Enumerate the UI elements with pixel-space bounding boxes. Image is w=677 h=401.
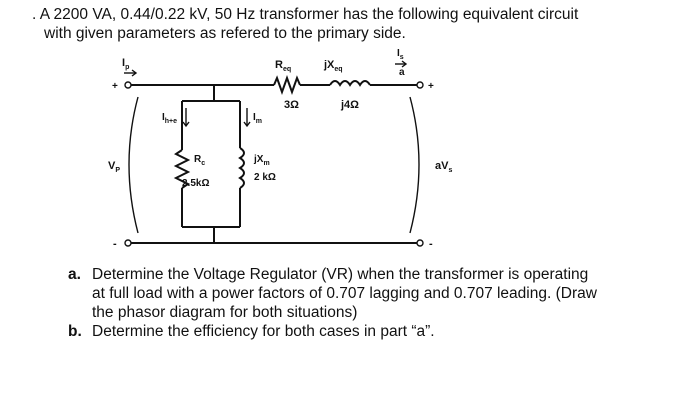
- label-jxeq-value: j4Ω: [340, 99, 359, 111]
- label-plus-left: +: [112, 81, 118, 92]
- label-minus-right: -: [429, 238, 433, 250]
- im-arrowhead: [243, 121, 251, 128]
- label-ihe: Ih+e: [162, 112, 177, 125]
- label-jxm: jXm: [253, 154, 270, 167]
- question-b-text-1: Determine the efficiency for both cases …: [92, 323, 435, 340]
- problem-statement-line-1: . A 2200 VA, 0.44/0.22 kV, 50 Hz transfo…: [32, 6, 579, 23]
- is-over-a-arrowhead: [401, 60, 408, 68]
- label-minus-left: -: [113, 238, 117, 250]
- terminal-bottom-right: [416, 239, 424, 247]
- question-a-line-3: the phasor diagram for both situations): [92, 304, 358, 321]
- label-jxeq: jXeq: [323, 59, 343, 73]
- label-req: Req: [275, 59, 291, 73]
- inductor-jxeq-symbol: [329, 80, 371, 87]
- question-a-marker: a.: [68, 266, 81, 283]
- question-a-line-1: a. Determine the Voltage Regulator (VR) w…: [68, 266, 588, 284]
- label-rc-value: 2.5kΩ: [182, 178, 209, 189]
- question-a-line-2: at full load with a power factors of 0.7…: [92, 285, 597, 302]
- label-jxm-value: 2 kΩ: [254, 172, 276, 183]
- label-vp: VP: [108, 160, 120, 174]
- terminal-bottom-left: [124, 239, 132, 247]
- terminal-top-left: [124, 81, 132, 89]
- resistor-rc-symbol: [173, 149, 191, 189]
- label-ip: Ip: [122, 57, 129, 71]
- terminal-top-right: [416, 81, 424, 89]
- label-plus-right: +: [428, 81, 434, 92]
- inductor-jxm-symbol: [238, 147, 245, 189]
- vp-voltage-bracket: [128, 96, 139, 234]
- label-is-over-a-denominator: a: [399, 67, 405, 78]
- ihe-arrowhead: [182, 121, 190, 128]
- label-is-over-a-numerator: Is: [397, 48, 404, 61]
- question-b-marker: b.: [68, 323, 82, 340]
- label-avs: aVs: [435, 160, 452, 174]
- ip-arrowhead: [131, 69, 138, 77]
- avs-voltage-bracket: [409, 96, 420, 234]
- question-a-text-1: Determine the Voltage Regulator (VR) whe…: [92, 266, 589, 283]
- label-rc: Rc: [194, 154, 205, 167]
- question-b-line-1: b. Determine the efficiency for both case…: [68, 323, 435, 341]
- problem-statement-line-2: with given parameters as refered to the …: [44, 25, 406, 42]
- label-req-value: 3Ω: [284, 99, 299, 111]
- resistor-req-symbol: [273, 75, 301, 95]
- label-im: Im: [253, 112, 262, 125]
